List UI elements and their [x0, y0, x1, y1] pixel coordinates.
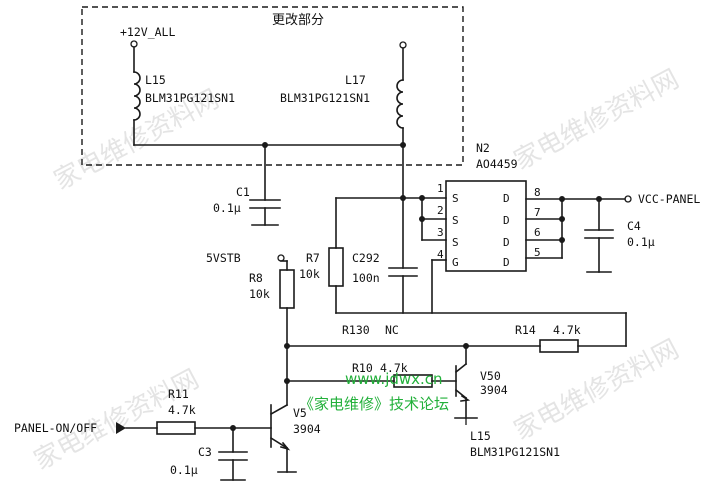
inductor-l15	[133, 71, 141, 121]
ic-pin7-num: 7	[534, 206, 541, 219]
resistor-r14	[539, 339, 579, 353]
v5-value: 3904	[293, 422, 321, 436]
ic-n2-ao4459	[445, 180, 527, 272]
watermark-url: www.jdwx.cn	[345, 370, 443, 388]
resistor-r7	[328, 247, 344, 287]
vstb-terminal	[277, 254, 285, 262]
n2-ref: N2	[476, 141, 490, 155]
v5-ref: V5	[293, 406, 307, 420]
l15b-ref: L15	[470, 429, 491, 443]
net-label-vcc-panel: VCC-PANEL	[638, 192, 700, 206]
ic-pin1-name: S	[452, 192, 459, 205]
v50-value: 3904	[480, 383, 508, 397]
ic-pin8-num: 8	[534, 186, 541, 199]
r11-value: 4.7k	[168, 403, 196, 417]
l15b-value: BLM31PG121SN1	[470, 445, 560, 459]
ic-pin3-num: 3	[437, 226, 444, 239]
ic-pin4-name: G	[452, 256, 459, 269]
l17-value: BLM31PG121SN1	[280, 91, 370, 105]
ic-pin1-num: 1	[437, 182, 444, 195]
r130-value: NC	[385, 323, 399, 337]
ic-pin5-num: 5	[534, 246, 541, 259]
watermark-2: 家电维修资料网	[509, 64, 684, 176]
resistor-r8	[279, 269, 295, 309]
r8-value: 10k	[249, 287, 270, 301]
ic-pin3-name: S	[452, 236, 459, 249]
ic-pin8-name: D	[503, 192, 510, 205]
r10-value: 4.7k	[380, 361, 408, 375]
c1-value: 0.1μ	[213, 201, 241, 215]
modified-section-box	[81, 6, 464, 166]
modified-section-label: 更改部分	[272, 13, 324, 28]
c3-value: 0.1μ	[170, 463, 198, 477]
resistor-r11	[156, 421, 196, 435]
l17-ref: L17	[345, 73, 366, 87]
r8-ref: R8	[249, 271, 263, 285]
r7-ref: R7	[306, 251, 320, 265]
ic-pin7-name: D	[503, 214, 510, 227]
ic-pin2-name: S	[452, 214, 459, 227]
l15-value: BLM31PG121SN1	[145, 91, 235, 105]
v50-ref: V50	[480, 369, 501, 383]
ic-pin6-num: 6	[534, 226, 541, 239]
n2-value: AO4459	[476, 157, 518, 171]
r14-ref: R14	[515, 323, 536, 337]
ic-pin2-num: 2	[437, 204, 444, 217]
net-label-vstb: 5VSTB	[206, 251, 241, 265]
c4-value: 0.1μ	[627, 235, 655, 249]
c1-ref: C1	[236, 185, 250, 199]
ic-pin5-name: D	[503, 256, 510, 269]
ic-pin4-num: 4	[437, 248, 444, 261]
v12-terminal	[130, 40, 138, 48]
r130-ref: R130	[342, 323, 370, 337]
net-label-v12: +12V_ALL	[120, 25, 175, 39]
c4-ref: C4	[627, 219, 641, 233]
c3-ref: C3	[198, 445, 212, 459]
watermark-4: 家电维修资料网	[509, 334, 684, 446]
r7-value: 10k	[299, 267, 320, 281]
net-label-panel-onoff: PANEL-ON/OFF	[14, 421, 97, 435]
input-arrow-icon	[116, 422, 126, 434]
r14-value: 4.7k	[553, 323, 581, 337]
inductor-l17	[396, 79, 404, 129]
c292-ref: C292	[352, 251, 380, 265]
vcc-panel-terminal	[624, 195, 632, 203]
r11-ref: R11	[168, 387, 189, 401]
r10-ref: R10	[352, 361, 373, 375]
l15-ref: L15	[145, 73, 166, 87]
l17-terminal	[399, 41, 407, 49]
watermark-forum: 《家电维修》技术论坛	[299, 395, 449, 413]
c292-value: 100n	[352, 271, 380, 285]
ic-pin6-name: D	[503, 236, 510, 249]
